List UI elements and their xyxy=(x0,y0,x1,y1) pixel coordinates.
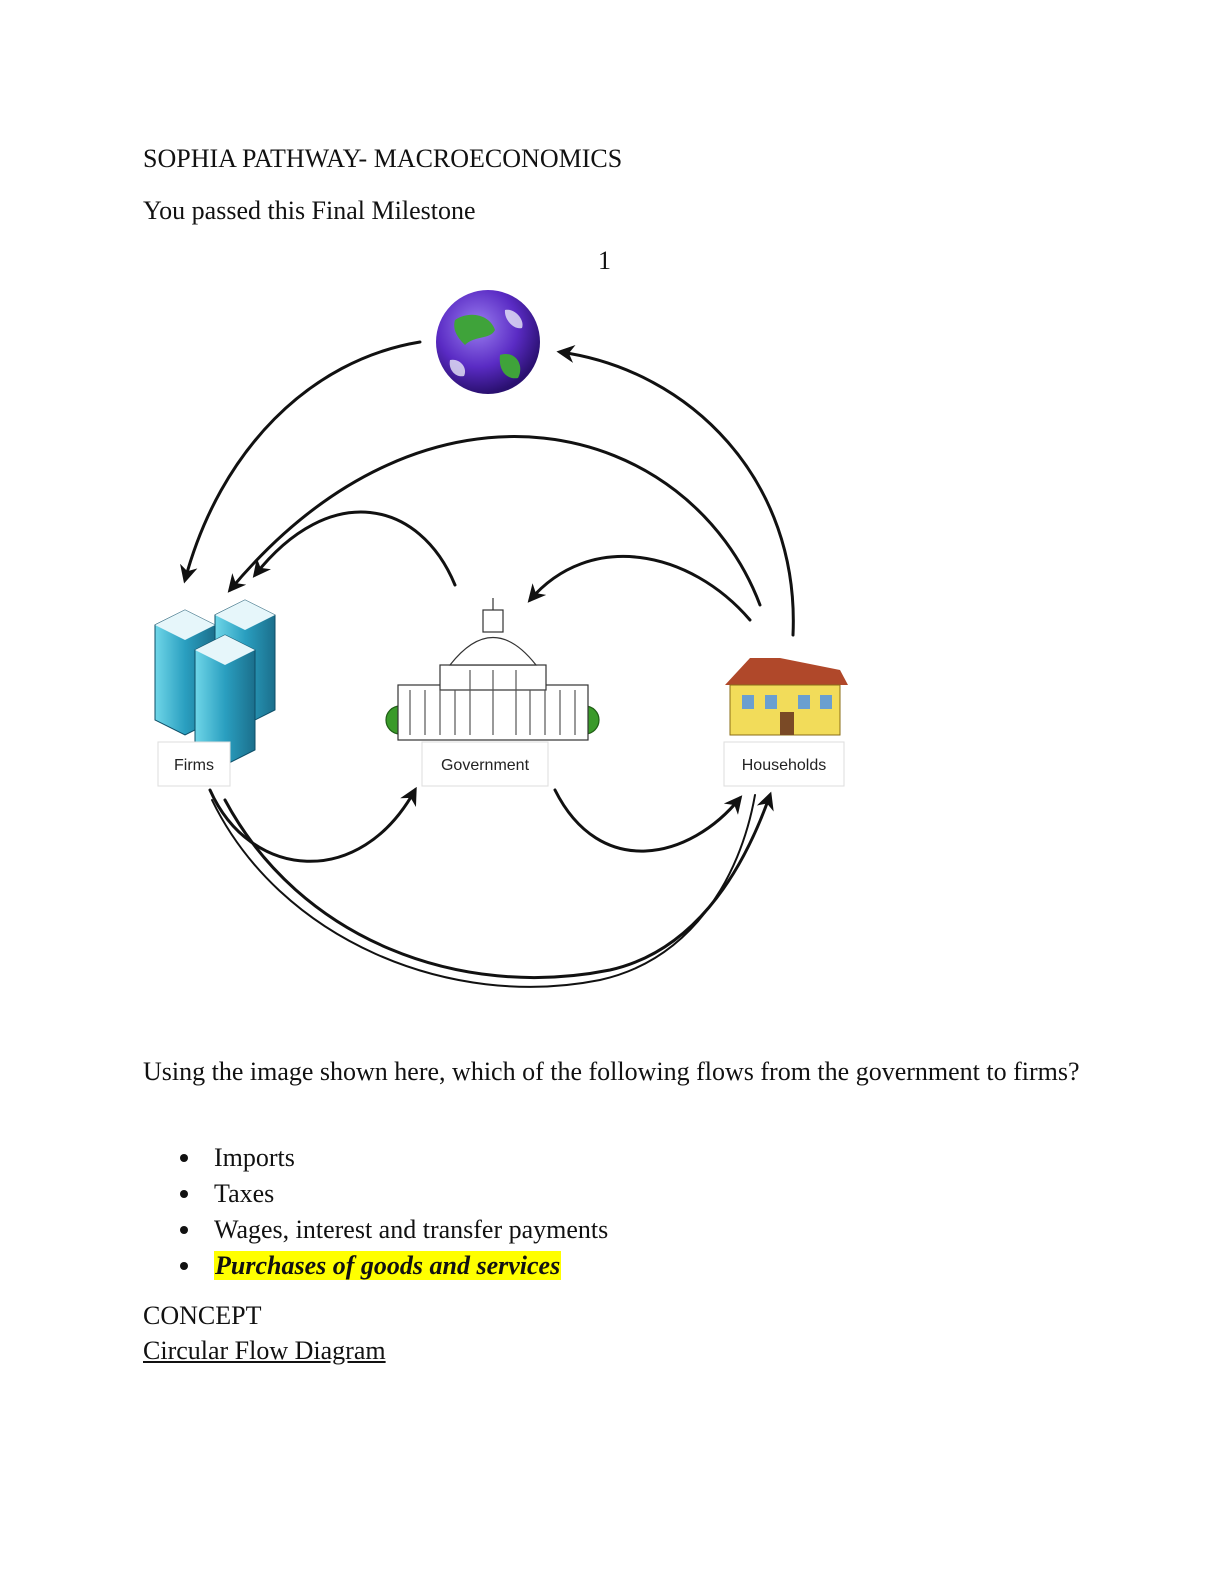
flow-arrows xyxy=(180,340,795,988)
firms-label: Firms xyxy=(174,757,214,774)
arrow-households-to-firms xyxy=(227,435,762,607)
circular-flow-diagram: Firms Government Households xyxy=(154,290,848,988)
concept-label: CONCEPT xyxy=(143,1301,262,1330)
document-title: SOPHIA PATHWAY- MACROECONOMICS xyxy=(143,144,623,173)
bullet-icon xyxy=(180,1262,188,1270)
arrow-households-to-world-top xyxy=(556,345,795,637)
concept-link[interactable]: Circular Flow Diagram xyxy=(143,1336,386,1365)
households-label: Households xyxy=(742,757,827,774)
arrow-government-to-households xyxy=(553,788,743,853)
answer-option[interactable]: Wages, interest and transfer payments xyxy=(160,1212,608,1248)
arrow-households-to-government xyxy=(527,555,752,622)
answer-option-selected[interactable]: Purchases of goods and services xyxy=(160,1248,608,1284)
globe-icon xyxy=(436,290,540,394)
question-text: Using the image shown here, which of the… xyxy=(143,1057,1080,1086)
answer-option[interactable]: Imports xyxy=(160,1140,608,1176)
arrow-firms-to-households xyxy=(223,791,774,979)
capitol-building-icon xyxy=(385,598,600,741)
arrow-government-to-firms xyxy=(252,510,457,587)
bullet-icon xyxy=(180,1190,188,1198)
government-label: Government xyxy=(441,757,530,774)
question-number: 1 xyxy=(598,246,611,275)
bullet-icon xyxy=(180,1154,188,1162)
office-buildings-icon xyxy=(154,599,276,766)
answer-options: Imports Taxes Wages, interest and transf… xyxy=(160,1140,608,1284)
house-icon xyxy=(725,658,848,736)
answer-option[interactable]: Taxes xyxy=(160,1176,608,1212)
arrow-world-to-firms xyxy=(180,340,422,584)
milestone-status: You passed this Final Milestone xyxy=(143,196,476,225)
bullet-icon xyxy=(180,1226,188,1234)
arrow-firms-to-government xyxy=(208,786,417,863)
